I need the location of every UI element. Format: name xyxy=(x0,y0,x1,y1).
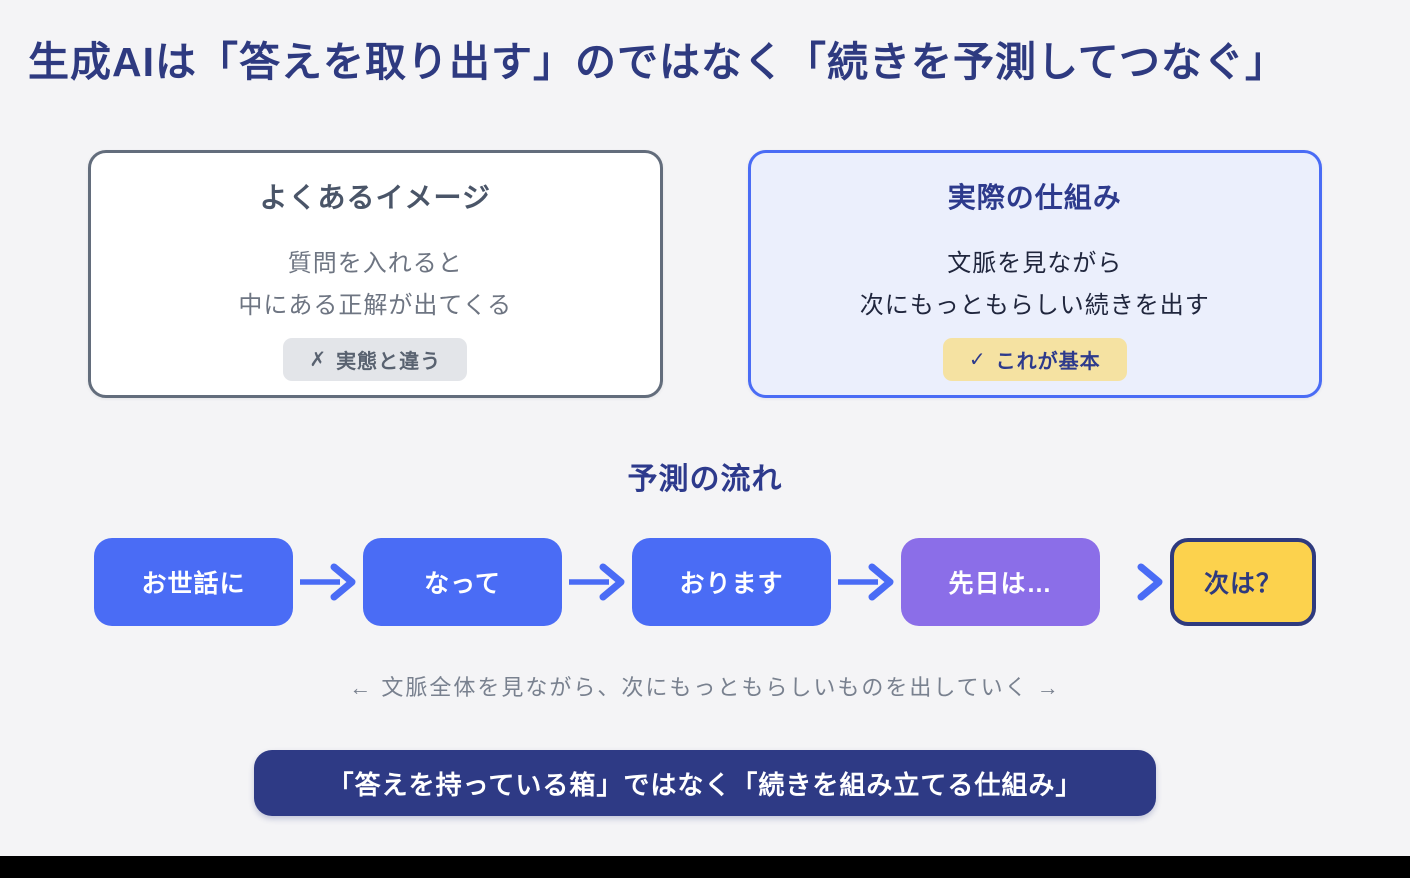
actual-mechanism-card: 実際の仕組み 文脈を見ながら 次にもっともらしい続きを出す ✓ これが基本 xyxy=(747,150,1322,398)
wrong-badge: ✗ 実態と違う xyxy=(283,338,468,381)
flow-step-3: おります xyxy=(632,538,831,626)
conclusion-banner: 「答えを持っている箱」ではなく「続きを組み立てる仕組み」 xyxy=(254,750,1156,816)
bottom-letterbox xyxy=(0,856,1410,878)
prediction-flow: お世話に なって おります 先日は… 次は？ xyxy=(0,538,1410,626)
flow-step-next: 次は？ xyxy=(1170,538,1316,626)
basic-badge-label: これが基本 xyxy=(995,351,1101,373)
wrong-badge-label: 実態と違う xyxy=(336,351,442,373)
check-mark-icon: ✓ xyxy=(968,349,987,371)
infographic-canvas: 生成AIは「答えを取り出す」のではなく「続きを予測してつなぐ」 よくあるイメージ… xyxy=(0,28,1410,878)
flow-step-2: なって xyxy=(363,538,562,626)
common-image-line-1: 質問を入れると xyxy=(287,250,463,277)
flow-arrow-icon xyxy=(838,563,894,601)
flow-heading: 予測の流れ xyxy=(627,463,783,496)
flow-arrow-icon xyxy=(1107,563,1163,601)
flow-step-4: 先日は… xyxy=(901,538,1100,626)
common-image-card: よくあるイメージ 質問を入れると 中にある正解が出てくる ✗ 実態と違う xyxy=(88,150,663,398)
actual-mechanism-card-title: 実際の仕組み xyxy=(947,182,1122,213)
actual-mechanism-line-1: 文脈を見ながら xyxy=(947,250,1123,277)
basic-badge: ✓ これが基本 xyxy=(942,338,1127,381)
x-mark-icon: ✗ xyxy=(309,349,328,371)
common-image-card-title: よくあるイメージ xyxy=(259,182,491,213)
flow-caption: ← 文脈全体を見ながら、次にもっともらしいものを出していく → xyxy=(349,675,1061,700)
comparison-cards: よくあるイメージ 質問を入れると 中にある正解が出てくる ✗ 実態と違う 実際の… xyxy=(88,150,1322,398)
flow-arrow-icon xyxy=(300,563,356,601)
conclusion-banner-text: 「答えを持っている箱」ではなく「続きを組み立てる仕組み」 xyxy=(327,769,1083,800)
common-image-line-2: 中にある正解が出てくる xyxy=(238,292,513,319)
flow-arrow-icon xyxy=(569,563,625,601)
actual-mechanism-line-2: 次にもっともらしい続きを出す xyxy=(859,292,1210,319)
flow-step-1: お世話に xyxy=(94,538,293,626)
page-title: 生成AIは「答えを取り出す」のではなく「続きを予測してつなぐ」 xyxy=(28,39,1287,85)
